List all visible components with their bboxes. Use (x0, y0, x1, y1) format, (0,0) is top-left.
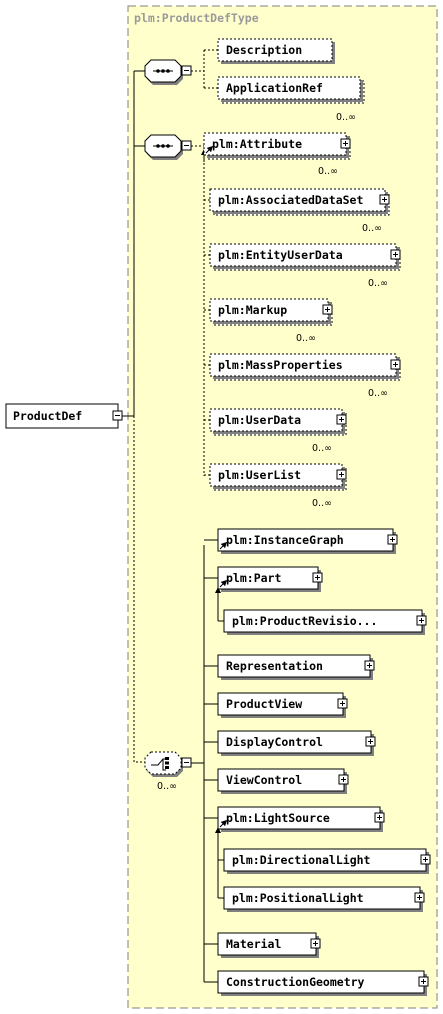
expand-icon[interactable] (338, 774, 349, 785)
element-label: plm:PositionalLight (232, 891, 364, 905)
expand-icon[interactable] (390, 249, 401, 260)
expand-icon[interactable] (379, 194, 390, 205)
cardinality: 0..∞ (312, 498, 332, 509)
root-element-label: ProductDef (13, 409, 82, 423)
choice-cardinality: 0..∞ (157, 781, 177, 792)
sequence-1-collapse-icon[interactable] (181, 65, 192, 76)
element-applicationref[interactable]: ApplicationRef 0..∞ (217, 76, 365, 123)
expand-icon[interactable] (322, 304, 333, 315)
element-label: plm:Attribute (212, 137, 302, 151)
choice-compositor[interactable] (144, 751, 183, 777)
element-label: plm:LightSource (226, 811, 330, 825)
expand-icon[interactable] (387, 534, 398, 545)
type-name: plm:ProductDefType (134, 11, 259, 25)
choice-connector (191, 545, 205, 982)
element-userdata[interactable]: plm:UserData 0..∞ (209, 408, 347, 454)
expand-icon[interactable] (390, 359, 401, 370)
cardinality: 0..∞ (312, 443, 332, 454)
element-label: ApplicationRef (226, 81, 323, 95)
expand-icon[interactable] (336, 469, 347, 480)
element-label: Representation (226, 659, 323, 673)
sequence-2-collapse-icon[interactable] (181, 140, 192, 151)
expand-icon[interactable] (312, 572, 323, 583)
expand-icon[interactable] (365, 736, 376, 747)
type-container (127, 5, 438, 1009)
element-part[interactable]: plm:Part (217, 566, 323, 592)
sequence-compositor-2[interactable] (144, 134, 183, 160)
element-instancegraph[interactable]: plm:InstanceGraph (217, 528, 398, 554)
element-label: ConstructionGeometry (226, 975, 365, 989)
root-collapse-icon[interactable] (112, 410, 123, 421)
element-userlist[interactable]: plm:UserList 0..∞ (209, 463, 347, 509)
element-label: DisplayControl (226, 735, 323, 749)
element-entityuserdata[interactable]: plm:EntityUserData 0..∞ (209, 243, 401, 289)
choice-collapse-icon[interactable] (181, 757, 192, 768)
element-label: ProductView (226, 697, 302, 711)
root-connector-optional (133, 416, 148, 763)
element-lightsource[interactable]: plm:LightSource (217, 806, 385, 832)
element-material[interactable]: Material (217, 932, 321, 958)
cardinality: 0..∞ (362, 223, 382, 234)
cardinality: 0..∞ (296, 333, 316, 344)
expand-icon[interactable] (414, 892, 425, 903)
expand-icon[interactable] (340, 138, 351, 149)
element-label: plm:UserList (218, 468, 301, 482)
expand-icon[interactable] (420, 854, 431, 865)
element-associateddataset[interactable]: plm:AssociatedDataSet 0..∞ (209, 188, 390, 234)
root-connector (122, 70, 148, 417)
element-productrevisio[interactable]: plm:ProductRevisio... (223, 609, 427, 635)
element-label: plm:InstanceGraph (226, 533, 344, 547)
expand-icon[interactable] (416, 615, 427, 626)
expand-icon[interactable] (337, 698, 348, 709)
element-label: plm:MassProperties (218, 358, 343, 372)
cardinality: 0..∞ (368, 278, 388, 289)
element-viewcontrol[interactable]: ViewControl (217, 768, 349, 794)
element-label: plm:UserData (218, 413, 301, 427)
element-label: Material (226, 937, 281, 951)
element-description[interactable]: Description (217, 38, 335, 64)
element-constructiongeometry[interactable]: ConstructionGeometry (217, 970, 429, 996)
element-label: ViewControl (226, 773, 302, 787)
sequence-compositor-1[interactable] (144, 59, 183, 85)
cardinality: 0..∞ (336, 112, 356, 123)
expand-icon[interactable] (374, 812, 385, 823)
cardinality: 0..∞ (318, 166, 338, 177)
element-directionallight[interactable]: plm:DirectionalLight (223, 848, 431, 874)
expand-icon[interactable] (336, 414, 347, 425)
element-label: plm:Markup (218, 303, 287, 317)
root-element-productdef[interactable]: ProductDef (5, 403, 119, 429)
element-massproperties[interactable]: plm:MassProperties 0..∞ (209, 353, 401, 399)
cardinality: 0..∞ (368, 388, 388, 399)
element-attribute[interactable]: plm:Attribute 0..∞ (203, 132, 351, 177)
element-label: Description (226, 43, 302, 57)
expand-icon[interactable] (418, 976, 429, 987)
element-displaycontrol[interactable]: DisplayControl (217, 730, 376, 756)
element-productview[interactable]: ProductView (217, 692, 348, 718)
element-label: plm:ProductRevisio... (232, 614, 377, 628)
element-positionallight[interactable]: plm:PositionalLight (223, 886, 425, 912)
element-representation[interactable]: Representation (217, 654, 375, 680)
expand-icon[interactable] (364, 660, 375, 671)
expand-icon[interactable] (310, 938, 321, 949)
element-label: plm:EntityUserData (218, 248, 343, 262)
element-label: plm:AssociatedDataSet (218, 193, 363, 207)
element-label: plm:DirectionalLight (232, 853, 371, 867)
element-markup[interactable]: plm:Markup 0..∞ (209, 298, 333, 344)
element-label: plm:Part (226, 571, 281, 585)
